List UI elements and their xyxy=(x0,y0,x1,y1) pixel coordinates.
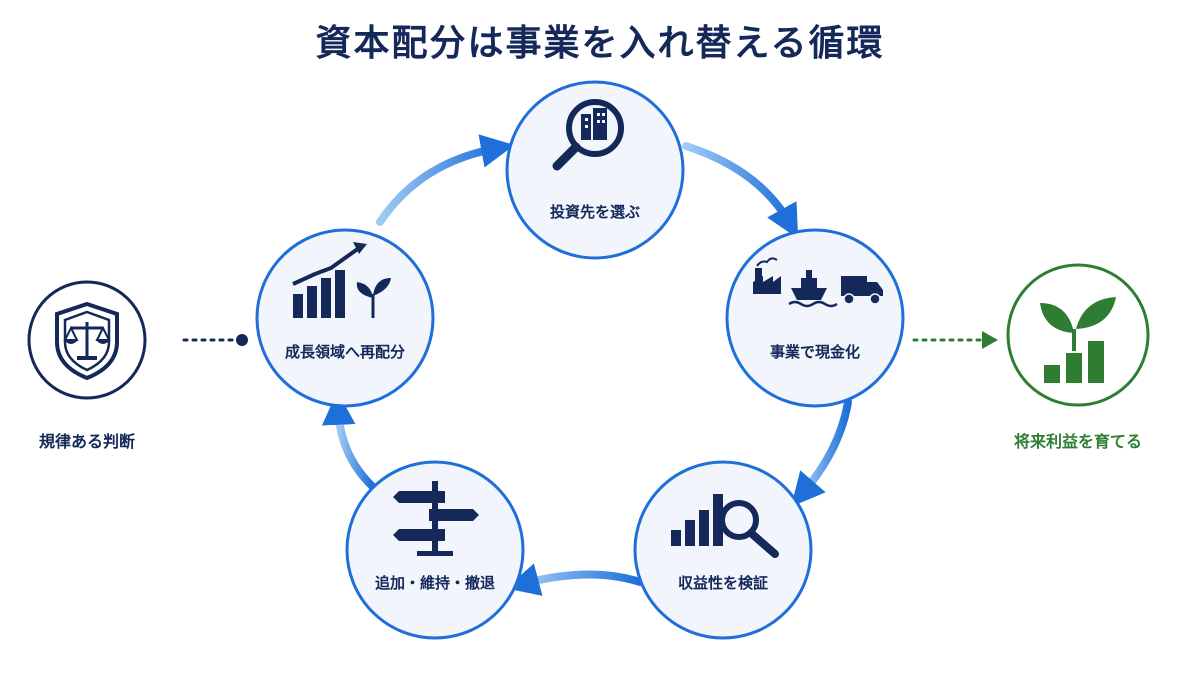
left-connector-dot xyxy=(236,334,248,346)
growth-chart-sprout-icon xyxy=(292,242,391,318)
cycle-arrows xyxy=(321,134,852,596)
right-side-label: 将来利益を育てる xyxy=(1013,432,1142,451)
right-connector-arrowhead xyxy=(982,331,998,349)
left-side-label: 規律ある判断 xyxy=(38,432,135,451)
cycle-node-monetize: 事業で現金化 xyxy=(725,228,905,408)
cycle-node-add-keep-exit: 追加・維持・撤退 xyxy=(345,460,525,640)
cycle-node-select-investment: 投資先を選ぶ xyxy=(505,80,685,260)
signpost-icon xyxy=(393,481,479,556)
cycle-node-verify-profitability: 収益性を検証 xyxy=(633,460,813,640)
bar-chart-magnifier-icon xyxy=(671,494,779,558)
arrow-node2-to-node3 xyxy=(791,398,852,507)
node-label-reallocate-growth: 成長領域へ再配分 xyxy=(285,343,405,361)
right-side-group xyxy=(912,263,1150,407)
shield-scales-icon xyxy=(55,301,119,381)
node-label-verify-profitability: 収益性を検証 xyxy=(678,574,768,592)
node-label-select-investment: 投資先を選ぶ xyxy=(550,203,640,221)
building-search-icon xyxy=(552,99,624,171)
arrow-node4-to-node5 xyxy=(321,391,376,490)
factory-ship-truck-icon xyxy=(753,257,883,308)
arrow-node3-to-node4 xyxy=(505,563,644,596)
arrow-node5-to-node1 xyxy=(376,134,515,226)
node-label-monetize: 事業で現金化 xyxy=(770,343,860,361)
cycle-node-reallocate-growth: 成長領域へ再配分 xyxy=(255,228,435,408)
arrow-node1-to-node2 xyxy=(682,142,799,239)
node-label-add-keep-exit: 追加・維持・撤退 xyxy=(375,574,495,592)
page-title: 資本配分は事業を入れ替える循環 xyxy=(315,23,885,64)
sprout-bars-icon xyxy=(1040,297,1116,383)
left-side-group xyxy=(27,280,248,400)
